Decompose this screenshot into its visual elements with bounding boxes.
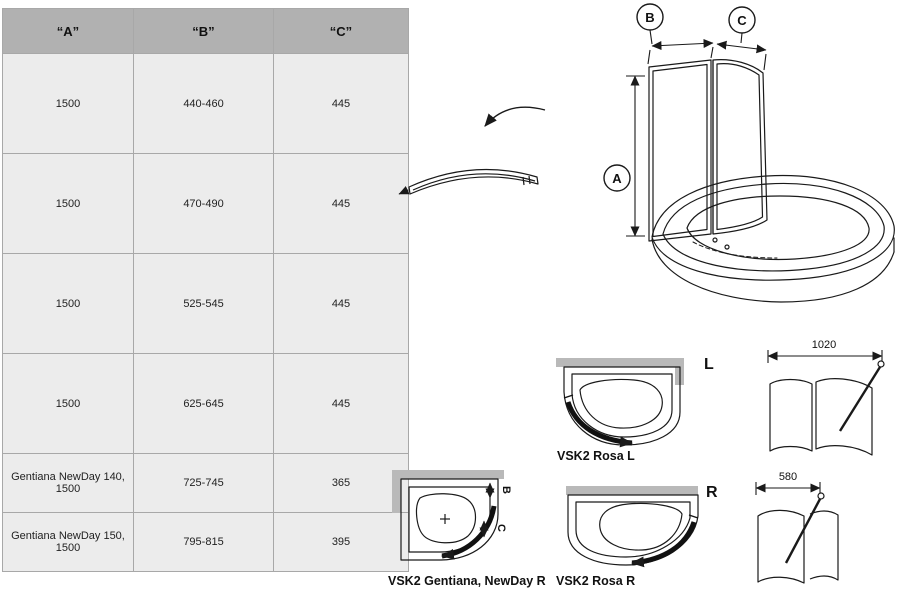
main-perspective-drawing: A B C: [398, 3, 895, 303]
cell-c: 445: [273, 153, 409, 254]
cell-c: 445: [273, 253, 409, 354]
dimension-b-small: [479, 482, 495, 538]
orientation-label-l: L: [704, 356, 714, 373]
folded-panel-sketch: [398, 168, 539, 195]
dim-label-c-small: C: [495, 524, 507, 532]
table-row: 1500 470-490 445: [2, 153, 409, 254]
cell-c: 395: [273, 512, 409, 572]
swing-rod: [784, 498, 822, 564]
cell-b: 525-545: [133, 253, 274, 354]
cell-a: Gentiana NewDay 140, 1500: [2, 453, 134, 513]
curved-panels: [769, 378, 873, 456]
dimension-1020: [767, 350, 883, 363]
col-header-c: “C”: [273, 8, 409, 54]
screen-arc: [440, 505, 497, 560]
col-header-b: “B”: [133, 8, 274, 54]
dimension-a: [603, 75, 645, 237]
swing-rod: [838, 366, 882, 432]
wall-bar: [566, 486, 698, 495]
cell-a: 1500: [2, 353, 134, 454]
thumb-rosa-l: [556, 358, 684, 448]
fold-direction-arrow: [484, 106, 546, 127]
caption-rosa-l: VSK2 Rosa L: [557, 449, 635, 463]
bath-outline: [567, 494, 699, 566]
cell-a: Gentiana NewDay 150, 1500: [2, 512, 134, 572]
screen-arc: [630, 521, 697, 568]
screen-end-tick: [563, 394, 574, 399]
bathtub-perspective: [651, 174, 895, 303]
screen-panels: [648, 59, 768, 242]
curved-panel: [757, 509, 839, 584]
bath-outline: [400, 478, 499, 561]
table-row: 1500 525-545 445: [2, 253, 409, 354]
wall-bar: [392, 479, 401, 513]
caption-rosa-r: VSK2 Rosa R: [556, 574, 636, 588]
thumb-dim-580: 580: [755, 471, 839, 584]
cell-c: 445: [273, 53, 409, 154]
spec-table: “A” “B” “C” 1500 440-460 445 1500 470-49…: [2, 8, 409, 572]
cell-a: 1500: [2, 153, 134, 254]
cell-b: 470-490: [133, 153, 274, 254]
cell-b: 440-460: [133, 53, 274, 154]
thumb-gentiana-r: B C: [392, 470, 512, 561]
wall-bar: [392, 470, 504, 479]
caption-gentiana-r: VSK2 Gentiana, NewDay R: [388, 574, 546, 588]
dim-label-c: C: [737, 13, 747, 28]
dimension-580: [755, 482, 821, 495]
pivot-point: [877, 360, 885, 368]
cell-a: 1500: [2, 253, 134, 354]
table-row: 1500 440-460 445: [2, 53, 409, 154]
dim-label-b-small: B: [500, 486, 512, 494]
cell-b: 795-815: [133, 512, 274, 572]
cell-a: 1500: [2, 53, 134, 154]
dim-label-b: B: [645, 10, 654, 25]
orientation-label-r: R: [706, 484, 718, 501]
dim-label-a: A: [612, 171, 622, 186]
dim-value-1020: 1020: [812, 339, 836, 351]
dimension-b: [636, 3, 714, 65]
table-row: Gentiana NewDay 150, 1500 795-815 395: [2, 512, 409, 572]
label-circle-a: [603, 164, 631, 192]
screen-arc: [565, 401, 634, 448]
table-row: Gentiana NewDay 140, 1500 725-745 365: [2, 453, 409, 513]
cell-b: 625-645: [133, 353, 274, 454]
dimension-c: [716, 6, 767, 71]
thumb-dim-1020: 1020: [767, 339, 885, 456]
wall-bar: [556, 358, 684, 367]
bath-outline: [563, 366, 681, 446]
cell-b: 725-745: [133, 453, 274, 513]
cell-c: 445: [273, 353, 409, 454]
col-header-a: “A”: [2, 8, 134, 54]
screen-end-tick: [688, 514, 699, 519]
table-row: 1500 625-645 445: [2, 353, 409, 454]
pivot-point: [817, 492, 825, 500]
thumb-rosa-r: [566, 486, 699, 568]
dim-value-580: 580: [779, 471, 797, 483]
table-header-row: “A” “B” “C”: [2, 8, 409, 54]
cell-c: 365: [273, 453, 409, 513]
